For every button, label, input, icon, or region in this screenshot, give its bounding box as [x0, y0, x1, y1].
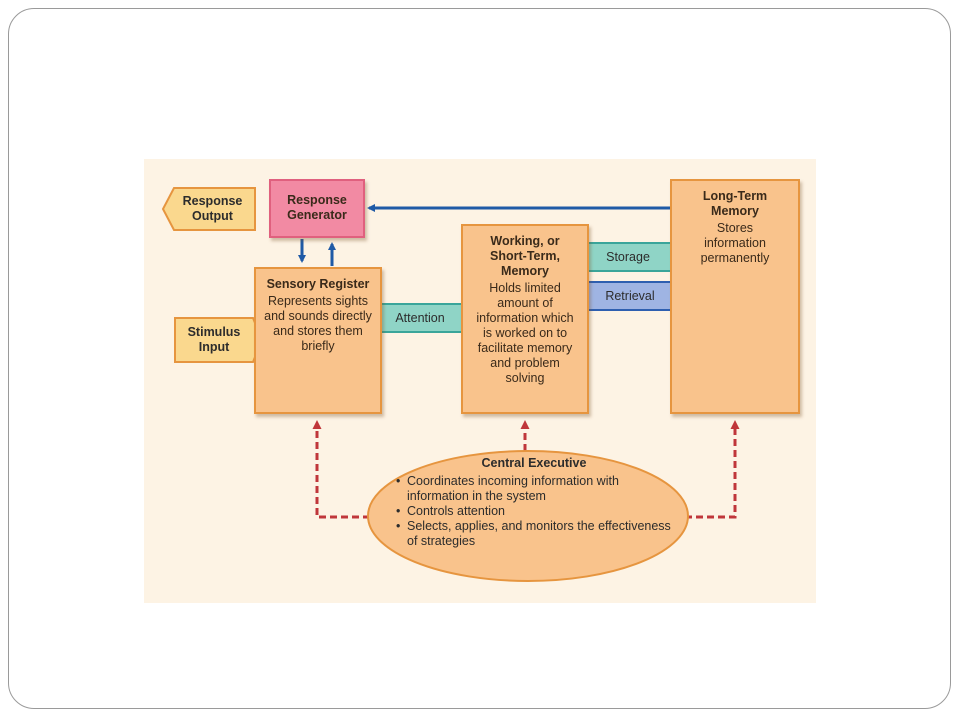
- working-memory-description: Holds limited amount of information whic…: [476, 281, 574, 385]
- storage-label: Storage: [606, 249, 650, 264]
- attention-label: Attention: [395, 310, 445, 325]
- retrieval-label: Retrieval: [605, 288, 655, 303]
- central-executive-content: Central Executive Coordinates incoming i…: [394, 456, 674, 549]
- sensory-register-title: Sensory Register: [266, 277, 370, 291]
- exec-to-ltm-arrow: [685, 420, 740, 519]
- working-memory-box: Working, or Short-Term, Memory Holds lim…: [461, 224, 589, 414]
- working-memory-title: Working, or Short-Term, Memory: [490, 234, 560, 278]
- exec-to-sensory-arrow: [312, 420, 370, 519]
- response-output-shape: [161, 187, 256, 231]
- response-generator-box: Response Generator: [269, 179, 365, 238]
- sensory-register-box: Sensory Register Represents sights and s…: [254, 267, 382, 414]
- central-executive-title: Central Executive: [481, 456, 587, 470]
- sensory-register-description: Represents sights and sounds directly an…: [264, 294, 372, 353]
- long-term-memory-box: Long-Term Memory Stores information perm…: [670, 179, 800, 414]
- response-generator-title: Response Generator: [287, 193, 347, 222]
- response-output-label: Response Output: [182, 194, 243, 223]
- memory-model-figure: Response Output Stimulus Input Attention…: [144, 159, 816, 603]
- long-term-memory-description: Stores information permanently: [700, 221, 770, 265]
- central-executive-item: Selects, applies, and monitors the effec…: [394, 519, 674, 549]
- central-executive-item: Coordinates incoming information with in…: [394, 474, 674, 504]
- stimulus-input-label: Stimulus Input: [187, 325, 241, 354]
- central-executive-item: Controls attention: [394, 504, 674, 519]
- long-term-memory-title: Long-Term Memory: [702, 189, 768, 218]
- central-executive-list: Coordinates incoming information with in…: [394, 474, 674, 549]
